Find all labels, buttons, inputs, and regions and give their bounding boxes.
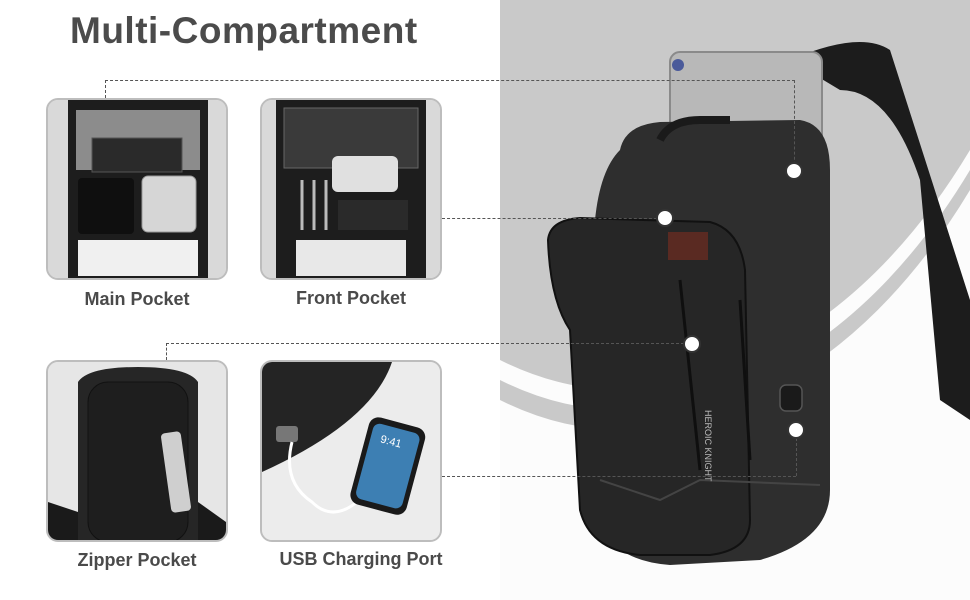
label-main-pocket: Main Pocket	[84, 289, 190, 309]
callout-vline-main-left	[105, 80, 106, 98]
callout-line-main	[105, 80, 795, 81]
label-zipper-pocket: Zipper Pocket	[77, 550, 197, 570]
thumb-main-pocket	[46, 98, 228, 280]
callout-vline-usb	[796, 438, 797, 476]
callout-vline-zipper	[166, 343, 167, 360]
label-front-pocket: Front Pocket	[295, 288, 406, 308]
phone-time: 9:41	[379, 433, 403, 450]
marker-usb-port	[787, 421, 805, 439]
callout-line-front	[442, 218, 657, 219]
callout-line-usb	[442, 476, 796, 477]
thumb-front-pocket	[260, 98, 442, 280]
brand-text: HEROIC KNIGHT	[703, 410, 713, 482]
front-pocket-photo	[262, 100, 440, 278]
callout-line-zipper	[166, 343, 684, 344]
usb-port-photo: 9:41	[262, 362, 440, 540]
marker-main-pocket	[785, 162, 803, 180]
callout-vline-main-right	[794, 80, 795, 170]
zipper-pocket-photo	[48, 362, 226, 540]
thumb-usb-port: 9:41	[260, 360, 442, 542]
marker-zipper-pocket	[683, 335, 701, 353]
page-title: Multi-Compartment	[70, 10, 418, 51]
sling-bag-photo: HEROIC KNIGHT	[500, 42, 970, 600]
product-panel: HEROIC KNIGHT	[500, 0, 970, 600]
label-usb-port: USB Charging Port	[279, 549, 443, 569]
thumb-zipper-pocket	[46, 360, 228, 542]
main-pocket-photo	[48, 100, 226, 278]
marker-front-pocket	[656, 209, 674, 227]
